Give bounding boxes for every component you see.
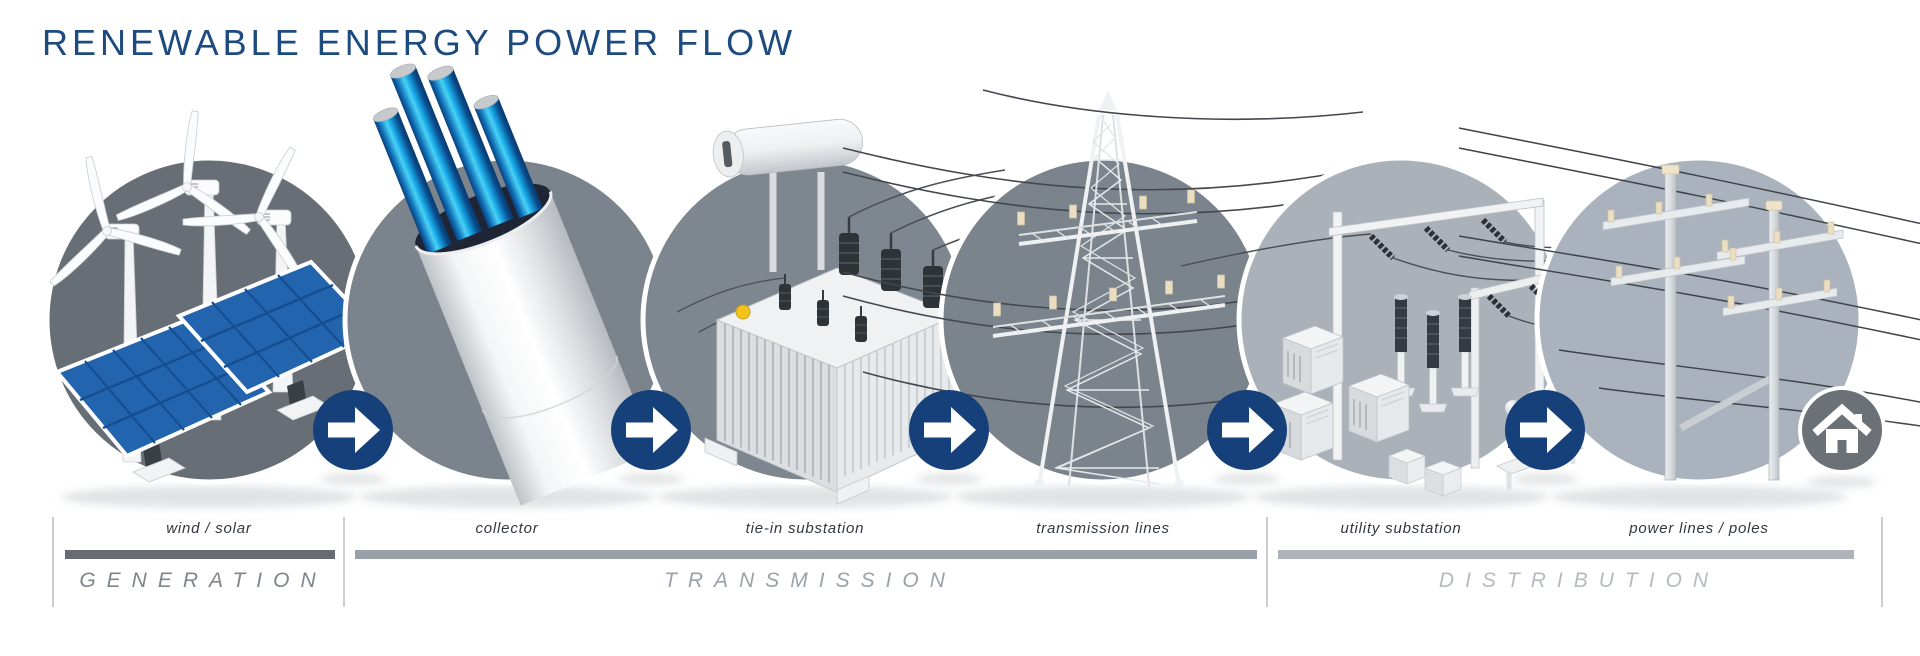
flow-connector-5 [1503, 388, 1587, 492]
section-divider [1881, 517, 1883, 607]
warning-badge [735, 304, 751, 320]
pole-insulators [1607, 193, 1835, 309]
tie-in-substation-illustration [640, 118, 1056, 508]
stage-transmission-lines [842, 20, 1364, 510]
arrow-right-icon [313, 390, 393, 485]
flow-sections: wind / solar GENERATION collector tie-in… [0, 517, 1920, 609]
transmission-bar [355, 550, 1257, 559]
generation-bar [65, 550, 335, 559]
collector-cable-bundle [372, 63, 656, 506]
equipment-cabinet [1282, 325, 1344, 395]
circle-shadow [61, 486, 357, 508]
section-transmission: collector tie-in substation transmission… [343, 517, 1266, 607]
power-lines-poles-illustration [1458, 127, 1920, 508]
circle-shadow [955, 486, 1251, 508]
circle-shadow [1551, 486, 1847, 508]
equipment-cabinet [1348, 373, 1410, 443]
arrow-right-icon [1505, 390, 1585, 485]
stage-label-wind-solar: wind / solar [166, 520, 252, 537]
home-icon [1798, 386, 1886, 488]
tower-insulators [993, 189, 1225, 317]
utility-poles [1602, 164, 1844, 481]
stage-collector [327, 20, 687, 510]
stage-label-transmission-lines: transmission lines [1036, 520, 1170, 537]
transformer [676, 118, 1056, 505]
circle-shadow [1253, 486, 1549, 508]
page-title: RENEWABLE ENERGY POWER FLOW [42, 22, 797, 63]
collector-illustration [342, 63, 672, 508]
gantry-beam [1328, 197, 1544, 237]
circle-shadow [359, 486, 655, 508]
stage-power-lines-poles [1458, 20, 1920, 510]
stage-wind-solar [29, 20, 389, 510]
stage-label-power-lines-poles: power lines / poles [1629, 520, 1769, 537]
arrow-right-icon [611, 390, 691, 485]
stage-label-utility-substation: utility substation [1340, 520, 1462, 537]
flow-connector-3 [907, 388, 991, 492]
wind-solar-illustration [44, 110, 381, 508]
distribution-bar [1278, 550, 1854, 559]
hv-bushings [779, 217, 943, 342]
transmission-lines-illustration [842, 89, 1364, 508]
lattice-tower [992, 90, 1226, 489]
stage-label-tie-in-substation: tie-in substation [745, 520, 865, 537]
stage-tie-in-substation [625, 20, 1056, 510]
section-divider [343, 517, 345, 607]
section-generation: wind / solar GENERATION [52, 517, 343, 607]
arrow-right-icon [1207, 390, 1287, 485]
equipment-box [1388, 448, 1426, 485]
distribution-title: DISTRIBUTION [1438, 569, 1720, 592]
flow-connector-1 [311, 388, 395, 492]
flow-connector-4 [1205, 388, 1289, 492]
section-divider [1266, 517, 1268, 607]
arrow-right-icon [909, 390, 989, 485]
flow-end-home [1796, 384, 1888, 496]
circle-shadow [657, 486, 953, 508]
generation-title: GENERATION [79, 569, 327, 592]
section-distribution: utility substation power lines / poles D… [1266, 517, 1881, 607]
hanging-insulators [1368, 217, 1554, 319]
conservator-tank [712, 118, 864, 178]
equipment-box [1424, 460, 1462, 497]
transmission-title: TRANSMISSION [664, 569, 956, 592]
blue-cables [372, 63, 544, 255]
section-divider [52, 517, 54, 607]
flow-connector-2 [609, 388, 693, 492]
stage-label-collector: collector [475, 520, 539, 537]
